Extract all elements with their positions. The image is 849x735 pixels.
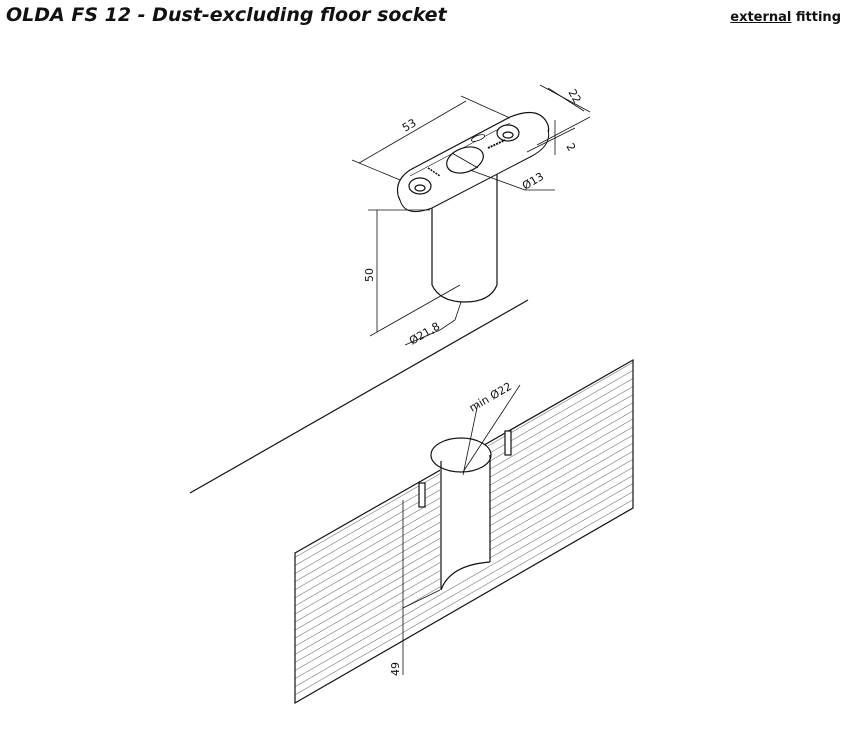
fitting-type-emphasis: external	[730, 10, 792, 25]
fitting-type: external fitting	[730, 10, 841, 25]
floor-section	[294, 358, 634, 705]
dim-hole-label: Ø13	[520, 170, 546, 193]
fitting-type-rest: fitting	[791, 10, 841, 25]
dimension-lines	[351, 84, 591, 346]
pin-right	[504, 430, 512, 456]
dim-diameter-label: Ø21,8	[407, 320, 442, 348]
dim-width-label: 22	[565, 87, 583, 106]
dim-length-label: 53	[400, 116, 419, 134]
dim-height-label: 50	[363, 268, 376, 282]
page-title: OLDA FS 12 - Dust-excluding floor socket	[6, 4, 447, 26]
pin-left	[418, 482, 426, 508]
dim-thickness-label: 2	[563, 141, 578, 154]
depth-dimension	[402, 500, 441, 675]
dim-depth-label: 49	[389, 662, 402, 676]
dim-min-hole-label: min Ø22	[467, 380, 514, 415]
floor-line	[189, 299, 529, 494]
